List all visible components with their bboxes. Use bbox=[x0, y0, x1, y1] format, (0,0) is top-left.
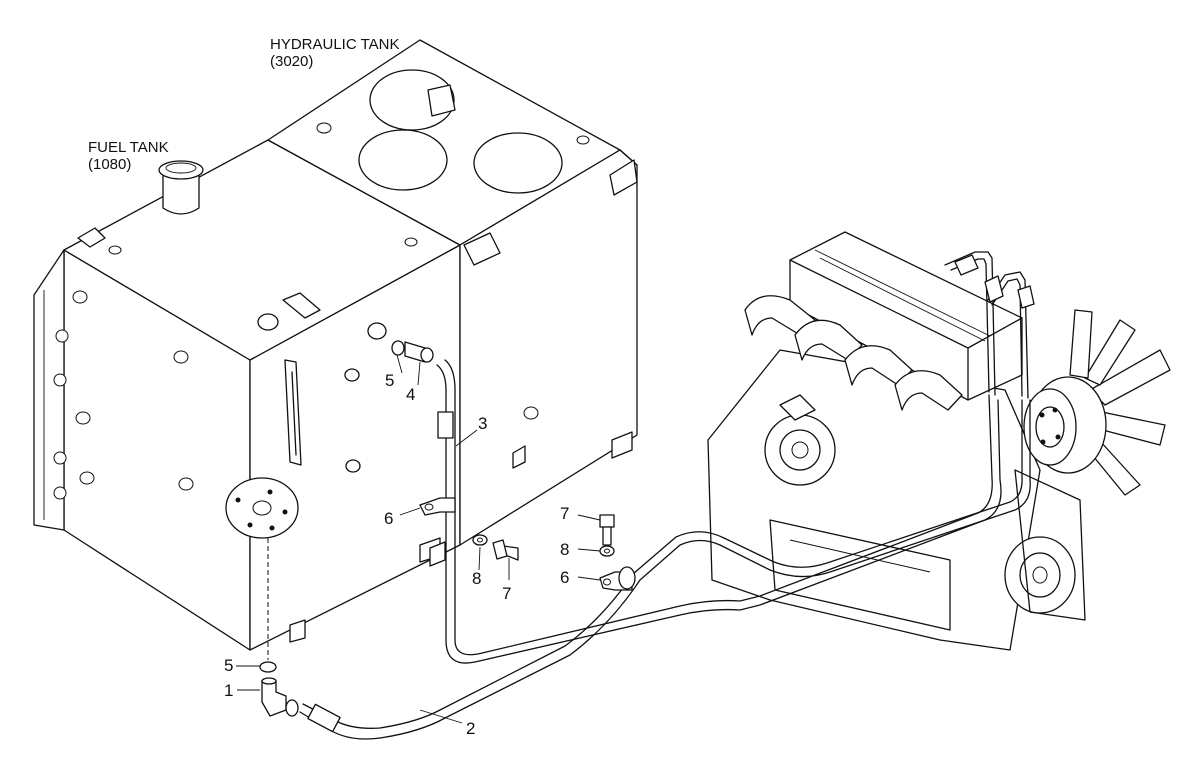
engine bbox=[707, 231, 1171, 651]
callout-7-lower: 7 bbox=[502, 584, 512, 603]
fuel-tank bbox=[33, 139, 461, 651]
callout-4: 4 bbox=[406, 385, 416, 404]
callout-5-upper: 5 bbox=[385, 371, 395, 390]
callout-8-lower: 8 bbox=[472, 569, 482, 588]
callout-3: 3 bbox=[478, 414, 488, 433]
leader-lines bbox=[236, 354, 601, 724]
callout-6-right: 6 bbox=[560, 568, 570, 587]
callout-8-right: 8 bbox=[560, 540, 570, 559]
callout-6-upper: 6 bbox=[384, 509, 394, 528]
hydraulic-tank-label: HYDRAULIC TANK (3020) bbox=[270, 36, 399, 70]
callout-5-lower: 5 bbox=[224, 656, 234, 675]
fuel-tank-code: (1080) bbox=[88, 156, 132, 173]
hydraulic-tank bbox=[267, 39, 638, 567]
fuel-tank-name: FUEL TANK bbox=[88, 139, 169, 156]
callout-2: 2 bbox=[466, 719, 476, 738]
fittings bbox=[259, 340, 636, 717]
callout-7-right: 7 bbox=[560, 504, 570, 523]
hydraulic-tank-name: HYDRAULIC TANK bbox=[270, 36, 400, 53]
hydraulic-tank-code: (3020) bbox=[270, 53, 314, 70]
hose-3 bbox=[436, 359, 1002, 664]
callout-1: 1 bbox=[224, 681, 234, 700]
fuel-tank-label: FUEL TANK (1080) bbox=[88, 139, 169, 173]
